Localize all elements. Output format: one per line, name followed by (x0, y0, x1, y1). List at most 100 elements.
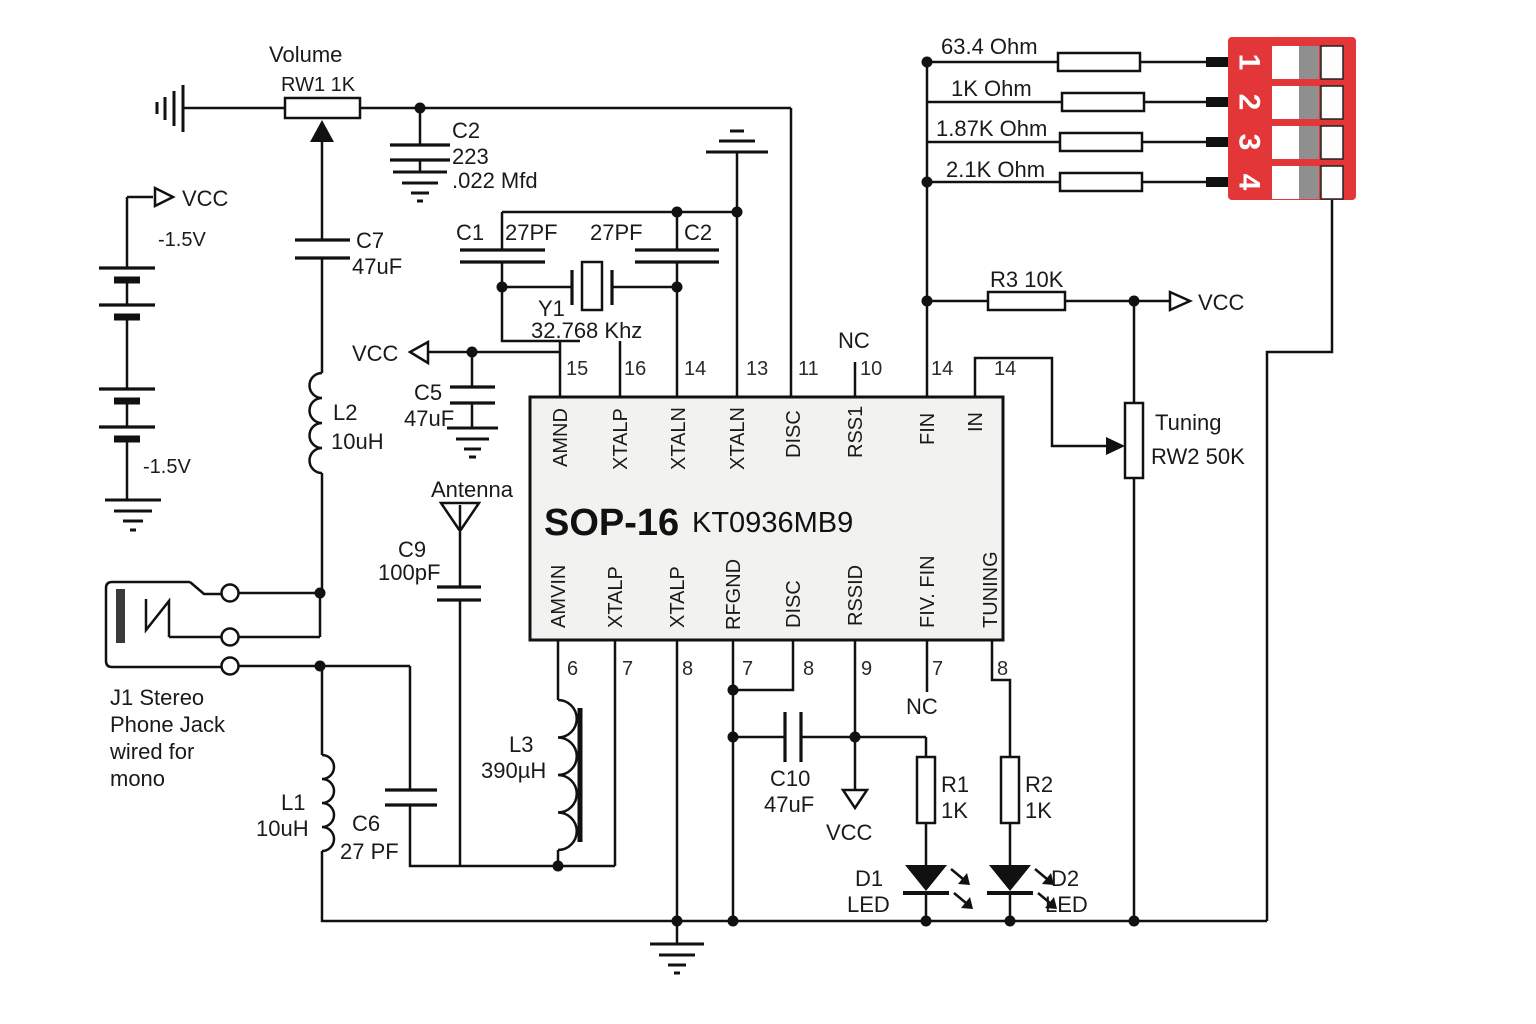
svg-text:L3: L3 (509, 732, 533, 757)
svg-text:VCC: VCC (1198, 290, 1245, 315)
svg-text:TUNING: TUNING (980, 551, 1002, 628)
wire-fin-bus (925, 60, 1206, 397)
svg-text:XTALP: XTALP (610, 408, 632, 470)
svg-text:15: 15 (566, 358, 588, 380)
svg-text:FIN: FIN (917, 413, 939, 445)
dip-slider-1[interactable] (1272, 45, 1344, 80)
svg-text:100pF: 100pF (378, 560, 440, 585)
jack-terminal (220, 656, 240, 676)
resistor-1k (1060, 91, 1146, 113)
dip-slider-2[interactable] (1272, 85, 1344, 120)
capacitor-c7: C7 47uF (295, 228, 402, 279)
svg-text:C2: C2 (452, 118, 480, 143)
led-emission-arrows (1034, 868, 1057, 909)
svg-text:XTALN: XTALN (727, 407, 749, 470)
inductor-l1: L1 10uH (256, 753, 336, 853)
ground-icon (155, 85, 185, 132)
capacitor-c6: C6 27 PF (340, 788, 437, 864)
resistor-1k87 (1058, 131, 1144, 153)
vcc-arrow-icon (153, 185, 176, 209)
svg-text:.022 Mfd: .022 Mfd (452, 168, 538, 193)
svg-text:C7: C7 (356, 228, 384, 253)
wire-l1-ground-bus (320, 666, 1267, 923)
svg-text:AMND: AMND (550, 408, 572, 467)
svg-text:27PF: 27PF (505, 220, 558, 245)
volume-ref: RW1 1K (281, 74, 356, 96)
svg-text:R2: R2 (1025, 772, 1053, 797)
ic-part-number: KT0936MB9 (692, 507, 853, 539)
battery-cell-label: -1.5V (143, 456, 191, 478)
vcc-arrow-icon (840, 788, 870, 811)
svg-text:DISC: DISC (783, 580, 805, 628)
svg-text:1K: 1K (1025, 798, 1052, 823)
rw2-body (1123, 401, 1145, 480)
svg-text:13: 13 (746, 358, 768, 380)
svg-text:8: 8 (682, 658, 693, 680)
dip-slider-3[interactable] (1272, 125, 1344, 160)
jack-opening (116, 589, 125, 643)
wire-battery-chain (125, 195, 153, 500)
ground-icon-inverted (706, 129, 768, 154)
svg-text:63.4 Ohm: 63.4 Ohm (941, 34, 1038, 59)
ic-kt0936: SOP-16 KT0936MB9 15 16 14 13 11 10 14 14… (528, 328, 1016, 719)
ic-body (528, 395, 1005, 642)
ground-icon (650, 942, 704, 975)
vcc-arrow-icon (407, 339, 430, 366)
svg-text:27PF: 27PF (590, 220, 643, 245)
svg-text:C5: C5 (414, 380, 442, 405)
svg-text:47uF: 47uF (352, 254, 402, 279)
svg-text:C10: C10 (770, 766, 810, 791)
svg-text:2.1K Ohm: 2.1K Ohm (946, 157, 1045, 182)
led-d1-icon (905, 865, 947, 891)
dip-position-label: 3 (1233, 134, 1266, 151)
volume-potentiometer: Volume RW1 1K (269, 42, 362, 142)
wire-in-to-wiper (973, 356, 1108, 448)
jack-caption: wired for (109, 739, 194, 764)
svg-text:16: 16 (624, 358, 646, 380)
svg-text:L2: L2 (333, 400, 357, 425)
dip-position-label: 2 (1233, 94, 1266, 111)
battery-cell-label: -1.5V (158, 229, 206, 251)
tuning-title: Tuning (1155, 410, 1221, 435)
capacitor-c1: C1 27PF (456, 220, 558, 264)
rw1-body (283, 96, 362, 120)
svg-text:LED: LED (847, 892, 890, 917)
svg-text:DISC: DISC (783, 410, 805, 458)
svg-text:C9: C9 (398, 537, 426, 562)
svg-text:C2: C2 (684, 220, 712, 245)
svg-text:7: 7 (742, 658, 753, 680)
vcc-down-tap: VCC (826, 788, 873, 845)
nc-label-top: NC (838, 328, 870, 353)
rw1-wiper-arrow[interactable] (310, 120, 334, 142)
svg-text:RFGND: RFGND (723, 559, 745, 630)
svg-text:R1: R1 (941, 772, 969, 797)
wire-bottom-pins (675, 640, 1012, 944)
jack-caption: J1 Stereo (110, 685, 204, 710)
wire-jack-ties (238, 591, 322, 639)
vcc-arrow-icon (1168, 290, 1194, 312)
svg-text:47uF: 47uF (764, 792, 814, 817)
svg-text:XTALP: XTALP (667, 566, 689, 628)
resistor-r3 (986, 290, 1067, 312)
wire-crystal-net (428, 152, 739, 428)
svg-text:R3 10K: R3 10K (990, 267, 1064, 292)
crystal-y1: Y1 32.768 Khz (531, 260, 642, 343)
svg-text:C1: C1 (456, 220, 484, 245)
svg-text:1.87K Ohm: 1.87K Ohm (936, 116, 1047, 141)
rw2-wiper-arrow[interactable] (1106, 437, 1125, 455)
capacitor-c2-xtal: 27PF C2 (590, 220, 719, 264)
resistor-63r4 (1056, 51, 1142, 73)
dip-slider-4[interactable] (1272, 165, 1344, 200)
nc-label-bottom: NC (906, 694, 938, 719)
led-d2-icon (989, 865, 1031, 891)
inductor-l2: L2 10uH (308, 371, 384, 475)
led-branch-1: R1 1K D1 LED (847, 755, 973, 917)
capacitor-c5: C5 47uF (404, 380, 495, 431)
svg-text:14: 14 (931, 358, 953, 380)
svg-text:27 PF: 27 PF (340, 839, 399, 864)
vcc-xtal-tap: VCC (352, 339, 430, 366)
antenna: Antenna (431, 477, 514, 534)
svg-text:7: 7 (622, 658, 633, 680)
dip-pin-tab (1206, 137, 1231, 147)
